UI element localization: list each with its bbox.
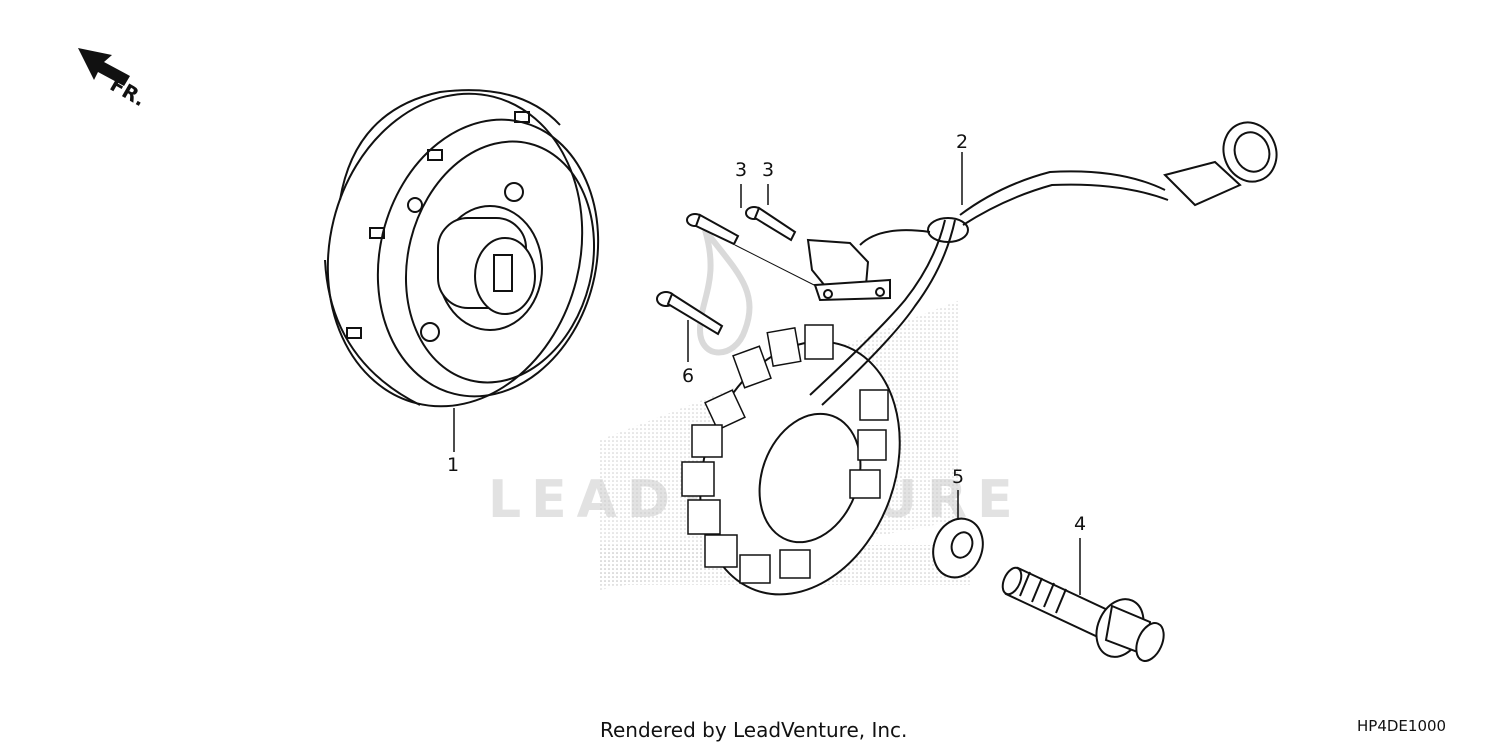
bolt-icon: [656, 291, 724, 336]
callout-3b: 3: [762, 159, 775, 181]
diagram-code: HP4DE1000: [1357, 717, 1447, 735]
callout-4: 4: [1074, 513, 1087, 535]
flange-bolt-icon: [1001, 566, 1165, 662]
stator-wire-harness-icon: [681, 121, 1278, 596]
callout-2: 2: [956, 131, 969, 153]
callout-1: 1: [447, 454, 460, 476]
washer-icon: [932, 517, 984, 579]
callout-3a: 3: [735, 159, 748, 181]
footer-credit: Rendered by LeadVenture, Inc.: [600, 718, 908, 742]
leader-line-screw: [734, 244, 821, 289]
front-arrow-icon: [78, 48, 130, 86]
flywheel-icon: [324, 89, 600, 408]
callout-5: 5: [952, 466, 965, 488]
small-screw-icon: [686, 206, 797, 246]
callout-6: 6: [682, 365, 695, 387]
